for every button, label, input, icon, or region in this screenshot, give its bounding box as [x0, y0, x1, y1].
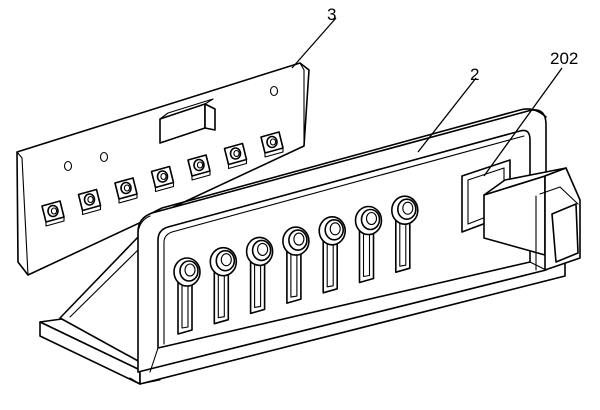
board-connector — [159, 98, 216, 144]
slide-control — [173, 257, 201, 335]
rocker-switch — [461, 159, 581, 271]
mounting-hole — [269, 85, 279, 97]
label-3: 3 — [327, 5, 336, 24]
tactile-button — [41, 200, 65, 227]
slide-control — [209, 246, 238, 325]
tactile-button — [187, 154, 211, 181]
panel-housing — [39, 108, 566, 385]
tactile-button — [150, 165, 175, 193]
panel-sliders — [173, 195, 419, 335]
mounting-hole — [63, 160, 73, 172]
slide-control — [390, 195, 419, 273]
tactile-button — [114, 177, 138, 204]
slide-control — [282, 226, 310, 304]
callouts: 3 2 202 — [291, 5, 578, 177]
slide-control — [318, 216, 347, 294]
circuit-board — [16, 62, 310, 276]
label-202: 202 — [550, 49, 578, 68]
tactile-button — [77, 188, 102, 216]
slide-control — [354, 205, 383, 284]
mounting-hole — [99, 151, 109, 163]
rocker-face — [551, 203, 579, 263]
slide-control — [245, 236, 274, 315]
board-buttons — [41, 131, 284, 227]
tactile-button — [260, 131, 284, 158]
tactile-button — [223, 142, 248, 170]
label-2: 2 — [470, 65, 479, 84]
